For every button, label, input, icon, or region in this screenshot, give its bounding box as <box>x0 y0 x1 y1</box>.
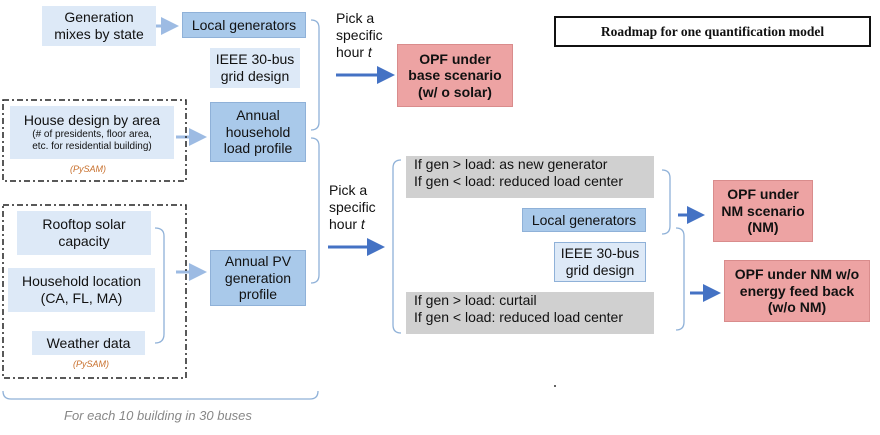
curtail-condition-line1: If gen > load: curtail <box>414 292 537 308</box>
household-location-box: Household location (CA, FL, MA) <box>8 268 155 312</box>
brace-pv-inputs <box>154 227 165 344</box>
pick-hour-mid-line2: specific <box>329 198 376 215</box>
page-title: Roadmap for one quantification model <box>554 16 871 47</box>
rooftop-solar-box: Rooftop solar capacity <box>17 211 151 255</box>
opf-nm-box: OPF under NM scenario (NM) <box>713 180 813 242</box>
pick-hour-mid: Pick a specific hour t <box>329 182 376 232</box>
pick-hour-top: Pick a specific hour t <box>336 10 383 60</box>
pick-hour-top-line3: hour t <box>336 43 372 60</box>
footer-caption: For each 10 building in 30 buses <box>64 408 252 423</box>
annual-load-box: Annual household load profile <box>210 102 306 162</box>
pick-hour-top-line2: specific <box>336 26 383 43</box>
generation-mix-box: Generation mixes by state <box>42 6 156 46</box>
bracket-scenarios <box>392 159 402 334</box>
local-generators-top-box: Local generators <box>182 12 306 38</box>
bracket-nm <box>661 169 671 235</box>
nm-condition-box: If gen > load: as new generator If gen <… <box>406 156 654 198</box>
house-design-group-border <box>2 99 187 182</box>
pysam-label-bottom: (PySAM) <box>73 359 109 369</box>
house-design-detail: (# of presidents, floor area, etc. for r… <box>32 129 152 153</box>
pick-hour-top-line1: Pick a <box>336 10 375 26</box>
curtail-condition-line2: If gen < load: reduced load center <box>414 308 623 325</box>
pv-inputs-group-border <box>2 204 187 379</box>
stray-dot <box>554 385 556 387</box>
opf-wonm-box: OPF under NM w/o energy feed back (w/o N… <box>724 260 870 322</box>
bracket-bottom <box>2 390 319 400</box>
house-design-box: House design by area (# of presidents, f… <box>10 106 174 159</box>
curtail-condition-box: If gen > load: curtail If gen < load: re… <box>406 292 654 334</box>
ieee-grid-top-box: IEEE 30-bus grid design <box>210 48 300 88</box>
brace-mid-group <box>310 137 320 284</box>
pysam-label-top: (PySAM) <box>70 164 106 174</box>
local-generators-mid-box: Local generators <box>522 208 646 232</box>
pick-hour-mid-line3: hour t <box>329 215 365 232</box>
opf-base-scenario-box: OPF under base scenario (w/ o solar) <box>397 44 513 107</box>
house-design-title: House design by area <box>23 111 161 128</box>
nm-condition-line2: If gen < load: reduced load center <box>414 172 623 189</box>
bracket-wonm <box>675 227 685 331</box>
annual-pv-box: Annual PV generation profile <box>210 250 306 306</box>
ieee-grid-mid-box: IEEE 30-bus grid design <box>554 242 646 282</box>
pick-hour-mid-line1: Pick a <box>329 182 368 198</box>
brace-top-group <box>310 19 320 131</box>
weather-data-box: Weather data <box>32 331 145 355</box>
page-title-text: Roadmap for one quantification model <box>600 23 825 39</box>
nm-condition-line1: If gen > load: as new generator <box>414 156 608 172</box>
